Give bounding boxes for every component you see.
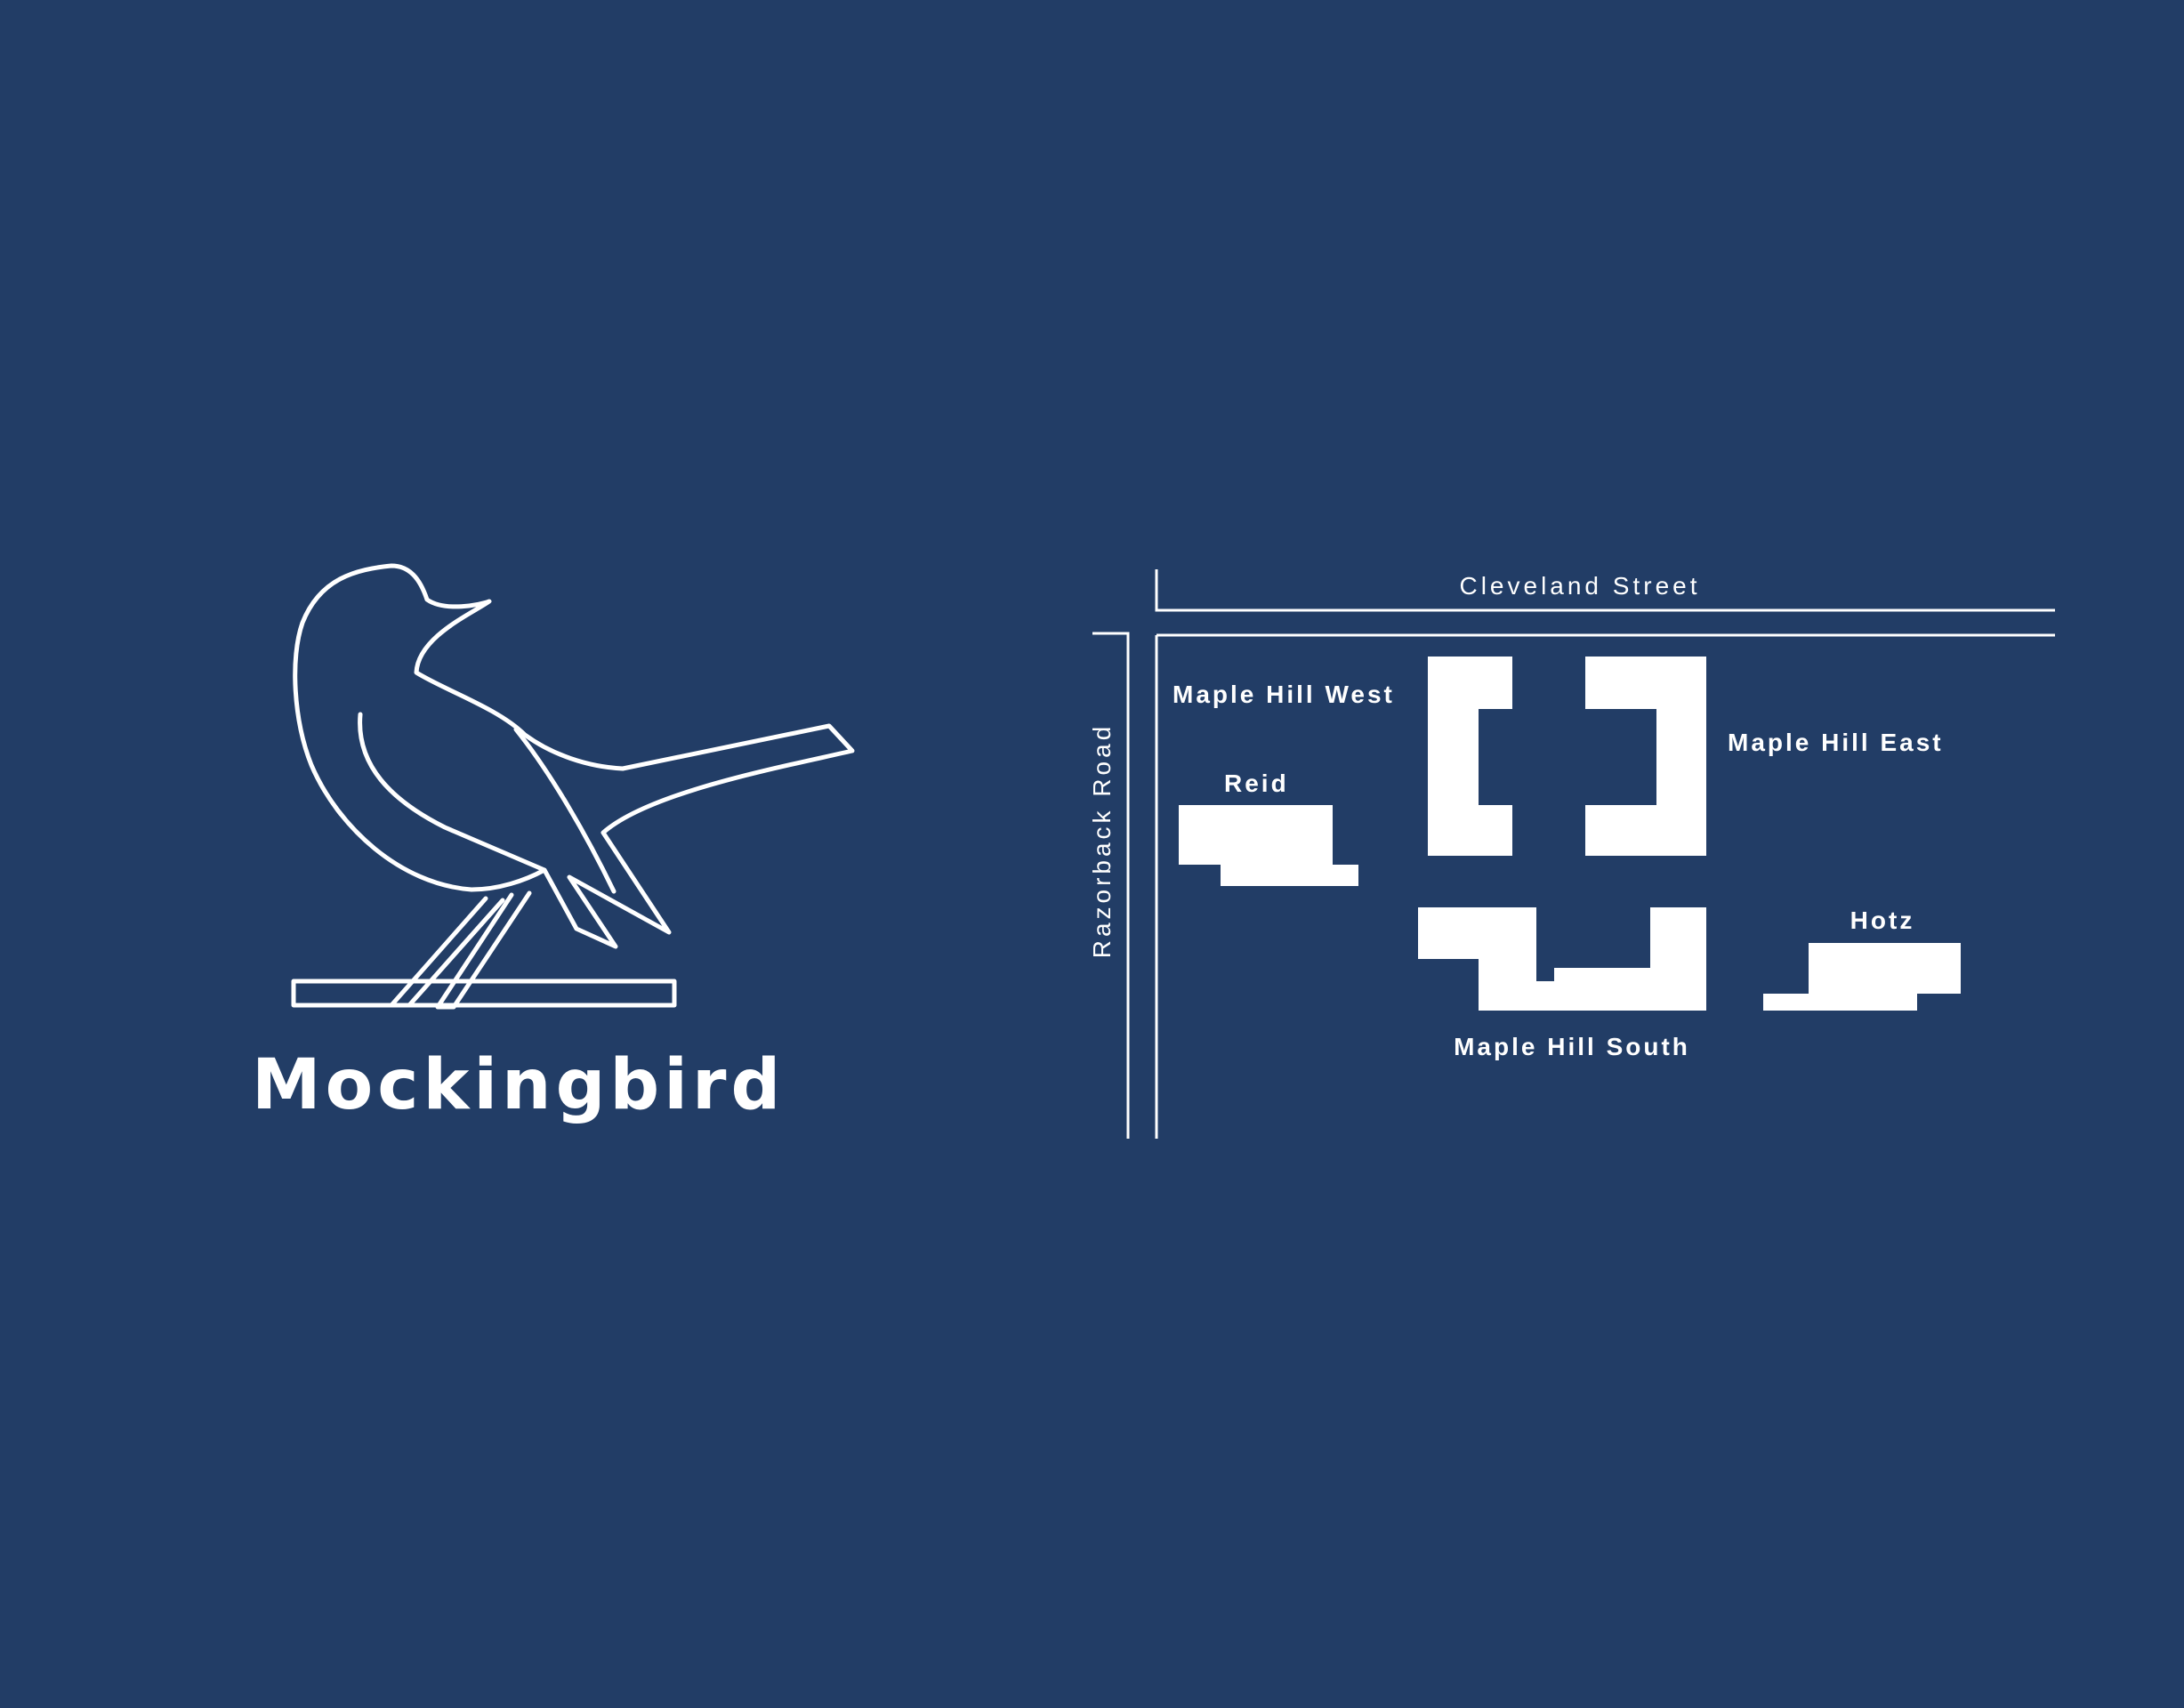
bird-leg-left: [389, 896, 505, 1008]
building-maple-hill-west: [1428, 657, 1512, 856]
label-reid: Reid: [1224, 769, 1289, 797]
label-hotz: Hotz: [1850, 906, 1915, 934]
label-razorback-road: Razorback Road: [1088, 723, 1116, 959]
bird-body-outline: [293, 563, 855, 949]
label-maple-hill-west: Maple Hill West: [1173, 681, 1395, 708]
building-maple-hill-south: [1418, 907, 1706, 1011]
mockingbird-logo-icon: [291, 563, 855, 1010]
label-maple-hill-south: Maple Hill South: [1454, 1033, 1690, 1060]
street-lines: [1092, 569, 2055, 1139]
map-labels: Cleveland Street Razorback Road Maple Hi…: [1088, 572, 1944, 1060]
label-maple-hill-east: Maple Hill East: [1728, 729, 1944, 756]
cleveland-street-line-north: [1155, 569, 2055, 612]
building-hotz: [1763, 943, 1961, 1011]
building-maple-hill-east: [1585, 657, 1706, 856]
bird-wing-diagonal: [513, 727, 617, 894]
brand-name: Mockingbird: [252, 1045, 786, 1125]
perch-shape: [291, 979, 677, 1008]
buildings: [1179, 657, 1961, 1011]
razorback-road-line-west: [1092, 632, 1130, 1139]
label-cleveland-street: Cleveland Street: [1459, 572, 1700, 600]
bird-wing-line: [358, 712, 547, 873]
bird-leg-right: [435, 890, 532, 1010]
building-reid: [1179, 805, 1358, 886]
